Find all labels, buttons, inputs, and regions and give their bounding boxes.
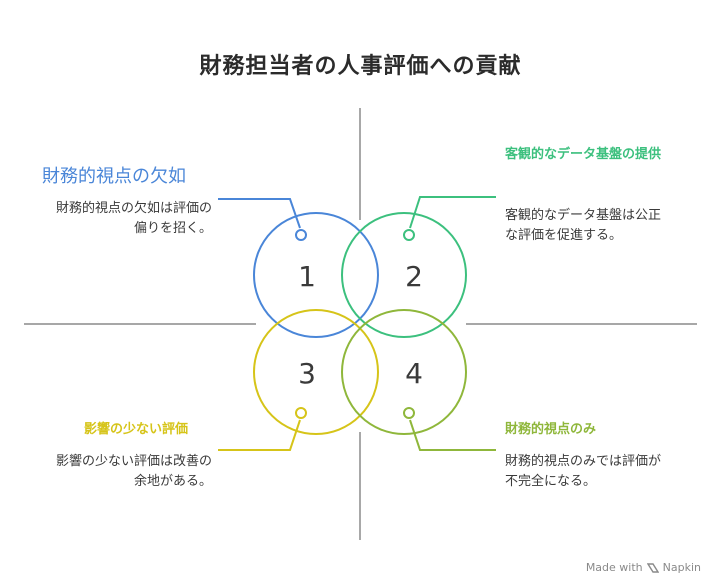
heading-1: 財務的視点の欠如 xyxy=(42,166,186,187)
connector-4 xyxy=(409,419,496,451)
footer-credit: Made with Napkin xyxy=(586,561,701,574)
diagram-title: 財務担当者の人事評価への貢献 xyxy=(199,54,522,79)
connector-dot-1 xyxy=(295,229,307,241)
heading-4: 財務的視点のみ xyxy=(505,422,597,437)
circle-2 xyxy=(341,212,467,338)
connector-dot-4 xyxy=(403,407,415,419)
heading-2: 客観的なデータ基盤の提供 xyxy=(505,147,662,162)
circle-1 xyxy=(253,212,379,338)
number-3: 3 xyxy=(298,357,316,390)
circle-4 xyxy=(341,309,467,435)
number-4: 4 xyxy=(405,357,423,390)
description-4: 財務的視点のみでは評価が不完全になる。 xyxy=(505,454,662,489)
connector-dot-2 xyxy=(403,229,415,241)
description-3: 影響の少ない評価は改善の余地がある。 xyxy=(55,454,212,489)
circle-3 xyxy=(253,309,379,435)
napkin-logo-icon xyxy=(646,562,659,573)
description-1: 財務的視点の欠如は評価の偏りを招く。 xyxy=(55,201,212,236)
connector-3 xyxy=(218,419,301,451)
made-with-text: Made with xyxy=(585,561,643,574)
number-2: 2 xyxy=(405,260,423,293)
connector-dot-3 xyxy=(295,407,307,419)
connector-1 xyxy=(218,198,301,229)
heading-3: 影響の少ない評価 xyxy=(84,422,189,437)
number-1: 1 xyxy=(298,260,316,293)
connector-2 xyxy=(409,196,496,229)
brand-text: Napkin xyxy=(662,561,701,574)
description-2: 客観的なデータ基盤は公正な評価を促進する。 xyxy=(505,208,662,243)
